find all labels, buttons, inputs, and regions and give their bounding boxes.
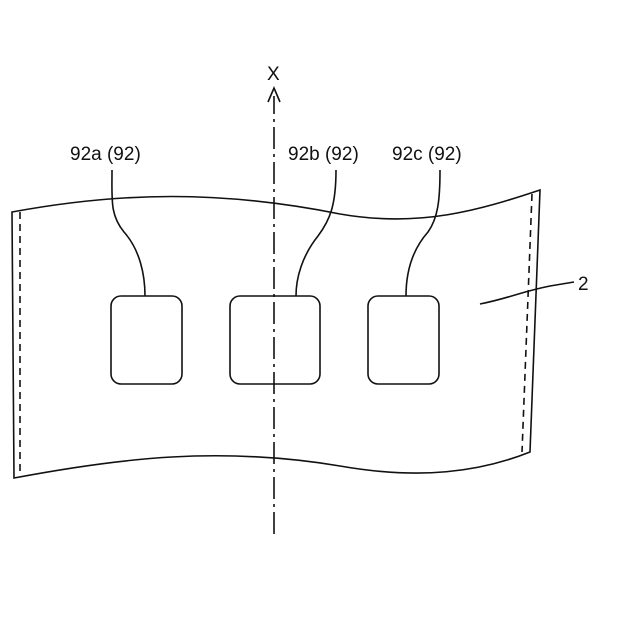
sheet-right-dashed-edge [522, 194, 532, 452]
element-92a [111, 296, 182, 384]
leader-92a [112, 170, 145, 296]
element-92c [368, 296, 439, 384]
callout-92b-label: 92b (92) [288, 144, 359, 165]
callout-92c-label: 92c (92) [392, 144, 462, 165]
sheet-reference-label: 2 [578, 274, 589, 295]
element-92b [230, 296, 320, 384]
leader-2 [480, 282, 574, 304]
callout-92a-label: 92a (92) [70, 144, 141, 165]
leader-92b [296, 170, 336, 296]
sheet-outline [12, 190, 540, 478]
axis-x-label: X [267, 64, 280, 85]
leader-92c [406, 170, 440, 296]
